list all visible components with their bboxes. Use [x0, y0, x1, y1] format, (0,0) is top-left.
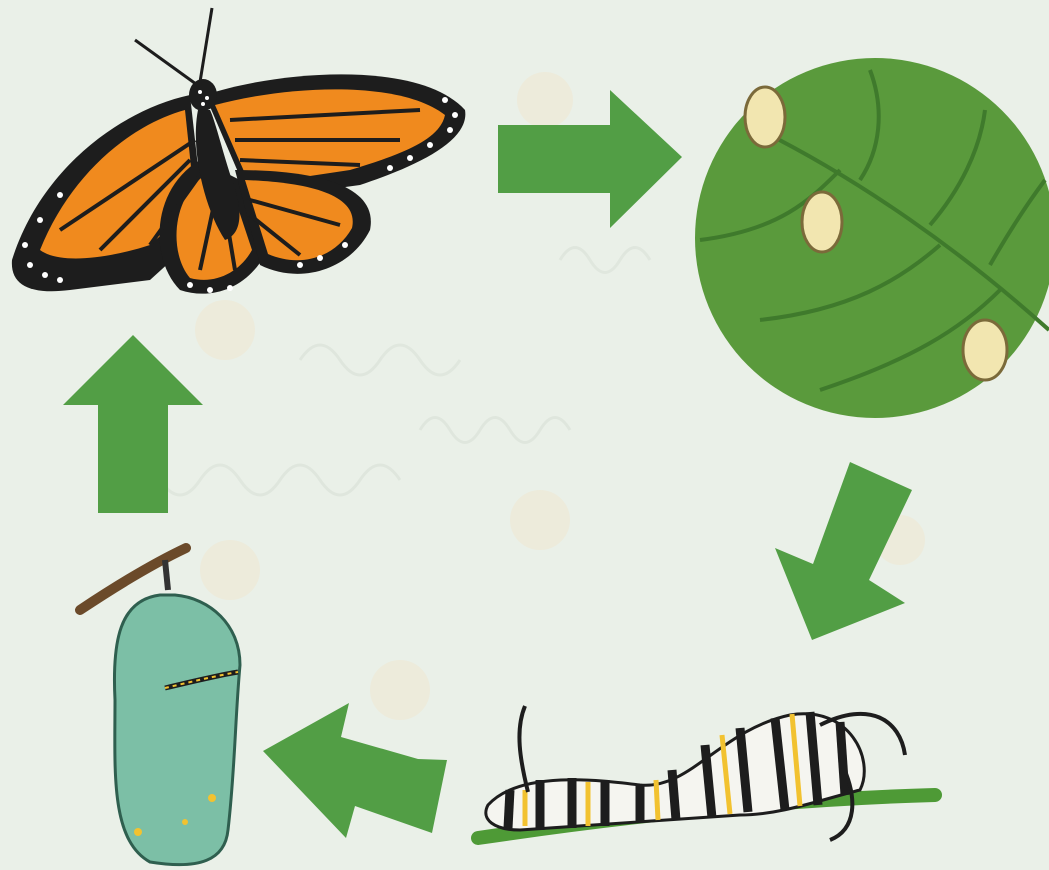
egg-icon — [963, 320, 1007, 380]
eggs-on-leaf-icon — [695, 58, 1049, 418]
arrow-up-icon — [63, 335, 203, 513]
egg-icon — [802, 192, 842, 252]
monarch-butterfly-icon — [12, 8, 465, 294]
arrow-left-icon — [263, 703, 447, 838]
caterpillar-icon — [478, 706, 935, 840]
egg-icon — [745, 87, 785, 147]
